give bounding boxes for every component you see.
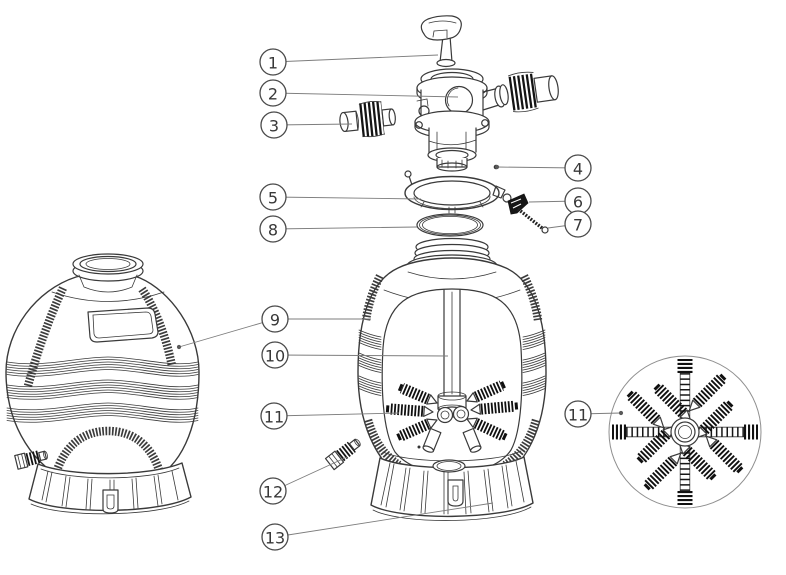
callout-7: 7	[547, 210, 592, 238]
callout-3-balloon	[260, 111, 288, 139]
cutaway-strap-top-right	[520, 274, 543, 321]
tank-strap-right	[138, 286, 177, 367]
callout-13-leader	[274, 502, 494, 538]
callout-5-balloon	[259, 183, 287, 211]
callout-11-main-leader	[273, 412, 400, 417]
cutaway-tank-drawing	[324, 237, 547, 521]
valve-handle-drawing	[420, 15, 462, 68]
callout-11-detail-number: 11	[568, 406, 588, 425]
callout-11-detail-balloon	[564, 400, 592, 428]
callout-11-main-number: 11	[264, 408, 284, 427]
callout-7-number: 7	[573, 216, 583, 235]
callout-1-number: 1	[268, 54, 278, 73]
callout-12: 12	[259, 456, 348, 505]
detail-arms	[612, 359, 758, 505]
callout-13-balloon	[261, 523, 289, 551]
callout-2: 2	[259, 79, 459, 107]
callout-13: 13	[261, 502, 494, 551]
callout-6-number: 6	[573, 193, 583, 212]
air-relief-knob-drawing	[502, 193, 529, 215]
callout-2-leader	[272, 92, 459, 98]
callout-5-leader	[272, 196, 422, 200]
tank-base	[28, 462, 192, 515]
callout-10: 10	[261, 341, 449, 369]
callout-6: 6	[528, 187, 592, 215]
callout-11-main: 11	[260, 402, 400, 430]
tank-drain-fitting	[14, 450, 48, 470]
callout-5-number: 5	[268, 189, 278, 208]
callout-1: 1	[259, 48, 439, 76]
union-fitting-right-drawing	[499, 71, 559, 113]
tank-handle-recess	[87, 307, 159, 343]
drain-fitting-drawing	[324, 438, 361, 471]
callout-3: 3	[260, 111, 353, 139]
lateral-assembly-drawing	[385, 380, 519, 453]
tank-strap-left	[23, 286, 67, 388]
callout-9: 9	[176, 305, 371, 350]
callout-10-number: 10	[265, 347, 285, 366]
union-fitting-left-drawing	[339, 101, 396, 138]
tank-strap-bottom	[50, 426, 165, 479]
callout-11-detail-target-dot	[618, 410, 624, 416]
lateral-assembly-detail-drawing	[608, 355, 762, 509]
callout-1-balloon	[259, 48, 287, 76]
filter-base-drawing	[370, 442, 534, 521]
callout-11-main-balloon	[260, 402, 288, 430]
callout-3-number: 3	[269, 117, 279, 136]
callout-9-leader	[178, 318, 276, 348]
callout-8-number: 8	[268, 221, 278, 240]
callout-8-leader	[272, 226, 418, 230]
detail-hub	[670, 417, 700, 447]
callout-8-balloon	[259, 215, 287, 243]
callout-4-target-dot	[494, 164, 500, 170]
callout-13-number: 13	[265, 529, 285, 548]
callout-2-number: 2	[268, 85, 278, 104]
callout-4-balloon	[564, 154, 592, 182]
callout-4-number: 4	[573, 160, 583, 179]
callout-11-detail: 11	[564, 400, 624, 428]
callout-7-balloon	[564, 210, 592, 238]
callout-5: 5	[259, 183, 422, 211]
callout-9-balloon	[261, 305, 289, 333]
o-ring-drawing	[416, 213, 484, 237]
assembled-tank-drawing	[5, 253, 200, 515]
tank-neck	[51, 253, 165, 302]
callout-4: 4	[494, 154, 592, 182]
cutaway-strap-top-left	[361, 274, 384, 321]
callout-10-balloon	[261, 341, 289, 369]
callout-9-number: 9	[270, 311, 280, 330]
callout-1-leader	[272, 54, 439, 63]
callout-9-target-dot	[176, 344, 182, 350]
tank-bands	[7, 356, 198, 422]
cutaway-band-stubs	[358, 329, 546, 396]
callout-8: 8	[259, 215, 418, 243]
callout-2-balloon	[259, 79, 287, 107]
clamp-ring-drawing	[404, 170, 506, 214]
callout-12-number: 12	[263, 483, 283, 502]
callout-12-balloon	[259, 477, 287, 505]
pin-screw-drawing	[516, 207, 549, 234]
multiport-valve-drawing	[414, 15, 506, 172]
callout-10-leader	[274, 354, 449, 357]
detail-laterals	[626, 373, 744, 491]
